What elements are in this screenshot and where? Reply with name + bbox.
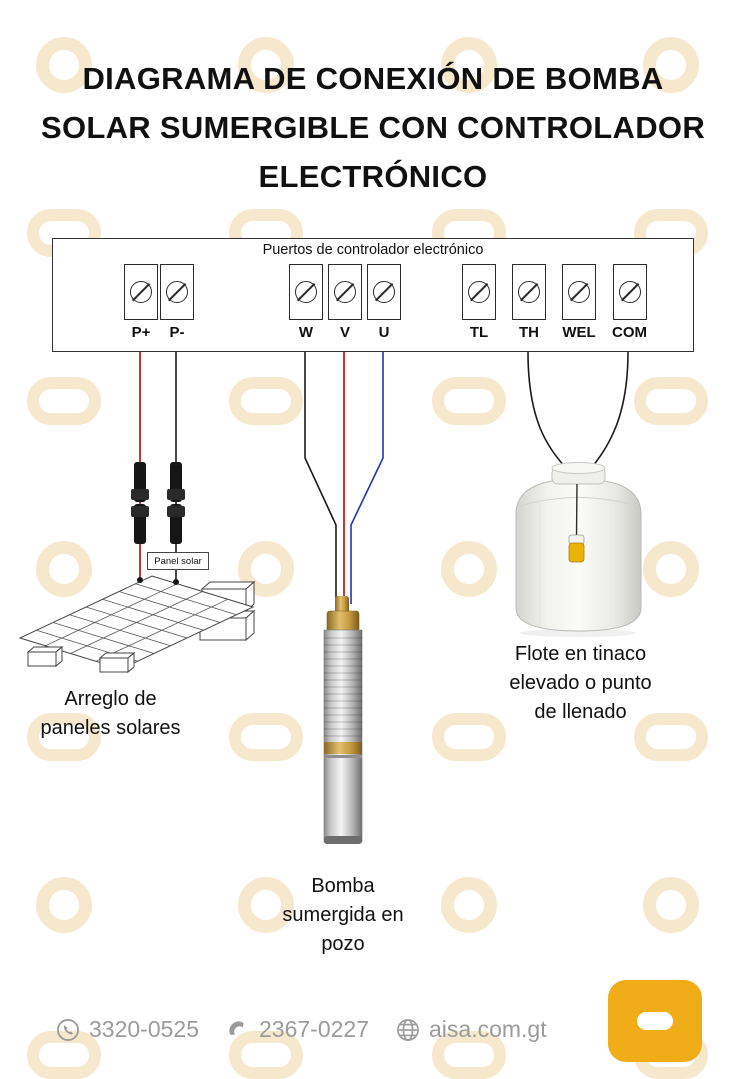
whatsapp-phone-icon bbox=[55, 1017, 81, 1043]
terminal-group-sensors: TL TH WEL COM bbox=[462, 264, 647, 341]
solar-panel-caption: Arreglo de paneles solares bbox=[40, 688, 181, 740]
terminal-block bbox=[160, 264, 194, 320]
phone-receiver-icon bbox=[225, 1017, 251, 1043]
pump-wires bbox=[304, 352, 384, 604]
watermark-logo bbox=[36, 877, 92, 933]
panel-tag: Panel solar bbox=[147, 552, 209, 570]
screw-icon bbox=[468, 281, 490, 303]
footer-phone-landline: 2367-0227 bbox=[259, 1016, 369, 1042]
terminal-wel: WEL bbox=[562, 264, 596, 341]
terminal-tl: TL bbox=[462, 264, 496, 341]
screw-icon bbox=[130, 281, 152, 303]
tank-caption: Flote en tinaco elevado o punto de llena… bbox=[509, 643, 652, 724]
screw-icon bbox=[518, 281, 540, 303]
screw-icon bbox=[334, 281, 356, 303]
watermark-logo bbox=[27, 713, 101, 761]
terminal-group-motor: W V U bbox=[289, 264, 401, 341]
footer-website: aisa.com.gt bbox=[395, 1016, 547, 1043]
terminal-label: U bbox=[378, 324, 390, 341]
watermark-logo bbox=[229, 713, 303, 761]
brand-ring-icon bbox=[637, 1012, 673, 1030]
terminal-block bbox=[562, 264, 596, 320]
terminal-block bbox=[367, 264, 401, 320]
pump-caption: Bomba sumergida en pozo bbox=[282, 875, 404, 956]
terminal-block bbox=[612, 264, 647, 320]
terminal-u: U bbox=[367, 264, 401, 341]
terminal-label: TL bbox=[469, 324, 489, 341]
footer: 3320-0525 2367-0227 aisa.com.gt bbox=[55, 1016, 547, 1043]
terminal-p-plus: P+ bbox=[124, 264, 158, 341]
screw-icon bbox=[373, 281, 395, 303]
terminal-label: COM bbox=[612, 324, 647, 341]
footer-website-text: aisa.com.gt bbox=[429, 1016, 547, 1042]
watermark-logo bbox=[634, 713, 708, 761]
watermark-logo bbox=[634, 377, 708, 425]
terminal-label: V bbox=[339, 324, 350, 341]
water-tank-icon bbox=[515, 462, 642, 637]
screw-icon bbox=[568, 281, 590, 303]
terminal-label: WEL bbox=[562, 324, 596, 341]
footer-whatsapp: 3320-0525 bbox=[55, 1016, 199, 1043]
terminal-w: W bbox=[289, 264, 323, 341]
terminal-block bbox=[124, 264, 158, 320]
screw-icon bbox=[618, 281, 641, 303]
terminal-label: W bbox=[298, 324, 314, 341]
solar-panel-icon bbox=[18, 575, 256, 674]
terminal-v: V bbox=[328, 264, 362, 341]
terminal-block bbox=[289, 264, 323, 320]
footer-phone-whatsapp: 3320-0525 bbox=[89, 1016, 199, 1042]
terminal-p-minus: P- bbox=[160, 264, 194, 341]
submersible-pump-icon bbox=[323, 596, 363, 844]
watermark-logo bbox=[27, 377, 101, 425]
screw-icon bbox=[166, 281, 188, 303]
watermark-logo bbox=[229, 1031, 303, 1079]
terminal-block bbox=[512, 264, 546, 320]
watermark-logo bbox=[432, 377, 506, 425]
terminal-block bbox=[462, 264, 496, 320]
page-title: DIAGRAMA DE CONEXIÓN DE BOMBA SOLAR SUME… bbox=[40, 61, 706, 194]
terminal-th: TH bbox=[512, 264, 546, 341]
screw-icon bbox=[295, 281, 317, 303]
brand-logo bbox=[608, 980, 702, 1062]
globe-icon bbox=[395, 1017, 421, 1043]
terminal-label: TH bbox=[519, 324, 539, 341]
terminal-group-solar: P+ P- bbox=[124, 264, 194, 341]
mc4-connectors-icon bbox=[131, 462, 185, 544]
terminal-block bbox=[328, 264, 362, 320]
float-switch-icon bbox=[568, 483, 585, 563]
terminal-label: P+ bbox=[131, 324, 151, 341]
terminal-com: COM bbox=[612, 264, 647, 341]
footer-landline: 2367-0227 bbox=[225, 1016, 369, 1043]
float-wires bbox=[527, 351, 629, 473]
controller-box-label: Puertos de controlador electrónico bbox=[262, 242, 484, 258]
terminal-label: P- bbox=[169, 324, 185, 341]
controller-ports-box: Puertos de controlador electrónico P+ P-… bbox=[52, 238, 694, 352]
